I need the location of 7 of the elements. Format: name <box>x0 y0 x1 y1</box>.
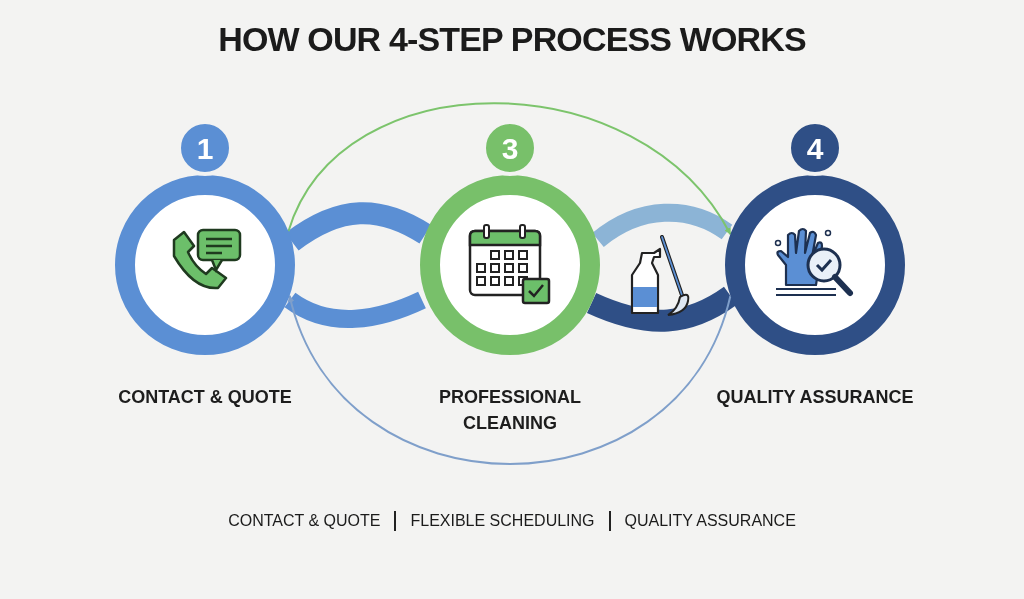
feature-text: CONTACT & QUOTE <box>228 511 381 531</box>
feature-text: QUALITY ASSURANCE <box>624 511 796 531</box>
feature-text: FLEXIBLE SCHEDULING <box>410 511 595 531</box>
step-label: QUALITY ASSURANCE <box>715 386 915 409</box>
step-label: PROFESSIONAL CLEANING <box>438 386 582 435</box>
title: HOW OUR 4-STEP PROCESS WORKS <box>217 19 807 60</box>
step-label: CONTACT & QUOTE <box>117 386 293 409</box>
